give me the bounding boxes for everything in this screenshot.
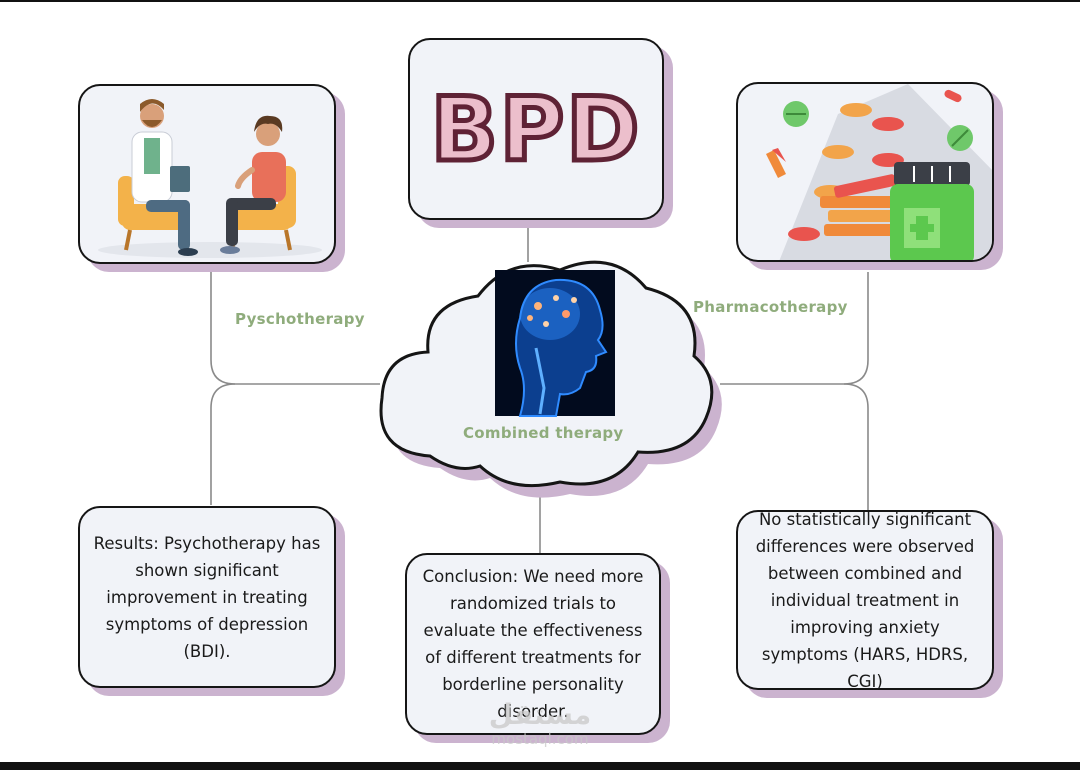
watermark-url: mostaql.com <box>491 730 589 748</box>
anxiety-findings-text: No statistically significant differences… <box>755 510 975 690</box>
results-text: Results: Psychotherapy has shown signifi… <box>93 533 321 661</box>
diagram-title: BPD <box>428 75 642 183</box>
bottom-border <box>0 762 1080 770</box>
psychotherapy-image-card <box>78 84 336 264</box>
pharmacotherapy-label: Pharmacotherapy <box>693 298 848 316</box>
combined-therapy-cloud <box>379 260 722 498</box>
pharmacotherapy-image-card <box>736 82 994 262</box>
therapist-patient-illustration <box>98 99 322 258</box>
watermark: مستقل mostaql.com <box>470 698 610 749</box>
top-border <box>0 0 1080 2</box>
pills-and-bottle-illustration <box>766 84 992 260</box>
anxiety-findings-card: No statistically significant differences… <box>736 510 994 690</box>
combined-therapy-label: Combined therapy <box>463 424 624 442</box>
bpd-title-card: BPD <box>408 38 664 220</box>
brain-icon <box>495 270 615 417</box>
watermark-logo: مستقل <box>488 698 592 731</box>
psychotherapy-label: Pyschotherapy <box>235 310 365 328</box>
conclusion-card: Conclusion: We need more randomized tria… <box>405 553 661 735</box>
results-card: Results: Psychotherapy has shown signifi… <box>78 506 336 688</box>
conclusion-text: Conclusion: We need more randomized tria… <box>422 567 644 721</box>
